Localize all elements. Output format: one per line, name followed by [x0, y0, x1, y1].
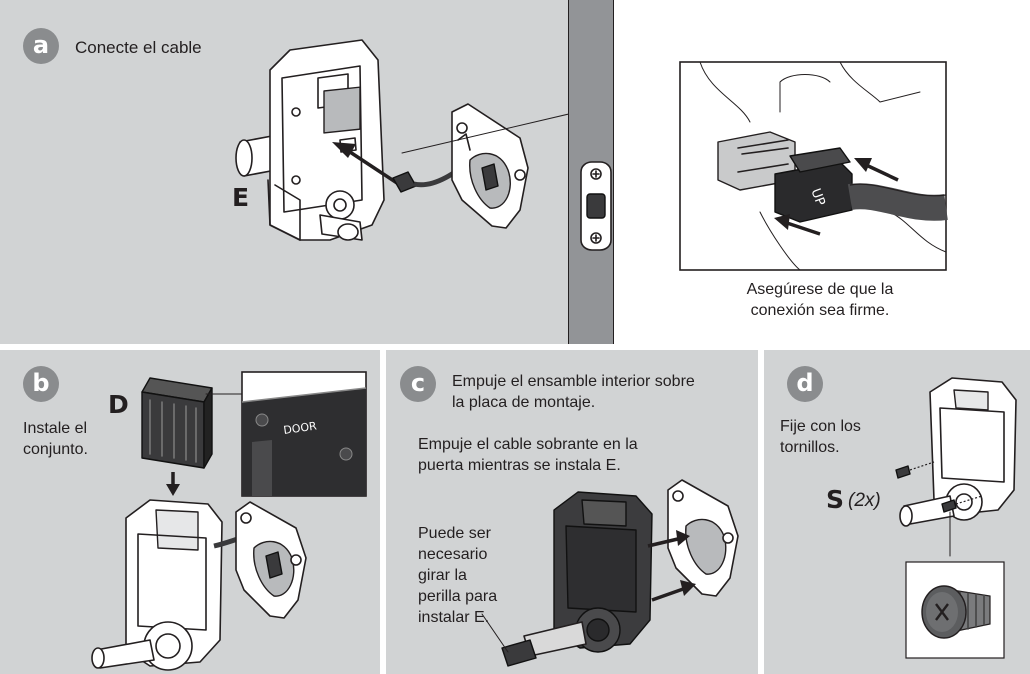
- step-a-panel: a Conecte el cable E: [0, 0, 568, 344]
- step-b-instruction-line-1: Instale el: [23, 420, 88, 437]
- step-a-caption-line-1: Asegúrese de que la: [746, 281, 894, 298]
- step-a-title: Conecte el cable: [75, 38, 202, 57]
- step-c-note-line-1: Puede ser: [418, 525, 491, 542]
- callout-d: D: [108, 390, 129, 419]
- step-b-panel: b D Instale el conjunto.: [0, 350, 380, 674]
- interior-assembly-illustration: [235, 39, 568, 241]
- step-c-instruction-2-line-2: puerta mientras se instala E.: [418, 457, 621, 474]
- step-d-instruction-line-2: tornillos.: [780, 439, 840, 456]
- step-d-instruction-line-1: Fije con los: [780, 418, 861, 435]
- step-c-instruction-1-line-1: Empuje el ensamble interior sobre: [452, 373, 695, 390]
- battery-pack-illustration: [91, 377, 307, 671]
- latch-strike-illustration: [580, 161, 612, 251]
- interior-assembly-install-illustration: [481, 479, 739, 667]
- door-label-detail-inset: DOOR: [241, 371, 367, 497]
- step-c-note-line-5: instalar E.: [418, 609, 490, 626]
- screw-detail-inset: [905, 561, 1005, 659]
- step-c-note-line-2: necesario: [418, 546, 488, 563]
- step-b-instruction-line-2: conjunto.: [23, 441, 88, 458]
- step-a-caption-line-2: conexión sea firme.: [750, 302, 890, 319]
- screw-quantity: (2x): [848, 490, 881, 511]
- step-c-badge: c: [400, 366, 436, 402]
- callout-s: S: [826, 485, 845, 514]
- step-a-detail-area: UP Asegúrese de que la conexión sea firm…: [614, 0, 1030, 344]
- step-b-badge: b: [23, 366, 59, 402]
- step-c-note-line-4: perilla para: [418, 588, 498, 605]
- step-c-panel: c Empuje el ensamble interior sobre la p…: [386, 350, 758, 674]
- connector-detail-inset: UP: [679, 61, 948, 271]
- step-d-badge: d: [787, 366, 823, 402]
- door-label: DOOR: [283, 419, 318, 437]
- screw-installation-illustration: [895, 377, 1017, 557]
- step-c-instruction-2-line-1: Empuje el cable sobrante en la: [418, 436, 638, 453]
- step-d-panel: d Fije con los tornillos. S (2x): [764, 350, 1030, 674]
- step-c-instruction-1-line-2: la placa de montaje.: [452, 394, 596, 411]
- step-c-note-line-3: girar la: [418, 567, 467, 584]
- step-a-badge: a: [23, 28, 59, 64]
- up-label: UP: [807, 187, 827, 209]
- callout-e: E: [232, 183, 250, 212]
